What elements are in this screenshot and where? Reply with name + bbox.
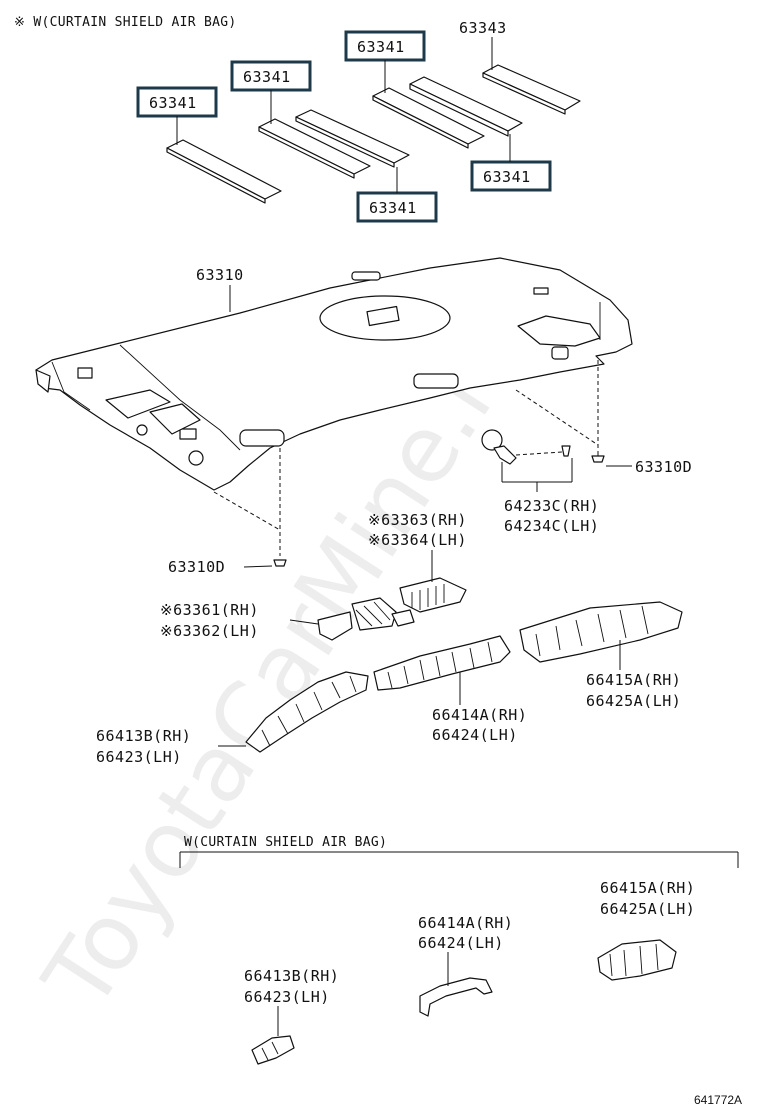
callout-63341-left[interactable]: 63341 [136,86,218,145]
svg-text:66424(LH): 66424(LH) [432,726,518,744]
pad-63341-upper-right-a[interactable] [409,76,523,137]
svg-text:64233C(RH): 64233C(RH) [504,497,599,515]
note-curtain-shield-top: ※ W(CURTAIN SHIELD AIR BAG) [14,15,237,30]
svg-text:63343: 63343 [459,19,507,37]
clip-63310d-right[interactable]: 63310D [515,360,692,476]
pad-63361[interactable]: ※63361(RH) ※63362(LH) [160,597,415,641]
svg-text:※63362(LH): ※63362(LH) [160,622,259,640]
pad-63341-left[interactable] [166,139,282,204]
svg-text:66423(LH): 66423(LH) [244,988,330,1006]
svg-text:66425A(LH): 66425A(LH) [586,692,681,710]
svg-text:※63361(RH): ※63361(RH) [160,601,259,619]
visor-holder-64233c[interactable]: 64233C(RH) 64234C(LH) [481,429,599,535]
pad-63341-upper-right-b[interactable] [372,87,485,149]
note-curtain-shield-bottom: W(CURTAIN SHIELD AIR BAG) [184,835,387,850]
svg-text:※63364(LH): ※63364(LH) [368,531,467,549]
clip-63310d-left[interactable]: 63310D [168,448,287,576]
svg-text:66415A(RH): 66415A(RH) [600,879,695,897]
svg-text:63310: 63310 [196,266,244,284]
svg-text:66413B(RH): 66413B(RH) [96,727,191,745]
callout-63310[interactable]: 63310 [196,266,244,312]
callout-63341-upper-middle[interactable]: 63341 [230,60,312,124]
absorber-66413b-upper[interactable]: 66413B(RH) 66423(LH) [96,671,369,766]
svg-text:63310D: 63310D [168,558,225,576]
svg-text:66424(LH): 66424(LH) [418,934,504,952]
callout-63343[interactable]: 63343 [459,19,507,70]
pad-63343[interactable] [482,64,581,115]
callout-63341-bottom[interactable]: 63341 [356,167,438,223]
svg-text:66414A(RH): 66414A(RH) [418,914,513,932]
svg-text:66413B(RH): 66413B(RH) [244,967,339,985]
svg-text:※63363(RH): ※63363(RH) [368,511,467,529]
svg-text:63341: 63341 [149,94,197,112]
pad-63341-middle-a[interactable] [295,109,410,168]
absorber-66415a-lower[interactable]: 66415A(RH) 66425A(LH) [597,879,695,981]
svg-text:63341: 63341 [243,68,291,86]
bracket-66413b-lower[interactable]: 66413B(RH) 66423(LH) [244,967,339,1065]
pad-63363[interactable]: ※63363(RH) ※63364(LH) [368,511,467,613]
curtain-shield-group: W(CURTAIN SHIELD AIR BAG) [179,835,739,868]
pad-63341-middle-b[interactable] [258,118,371,179]
svg-text:63341: 63341 [369,199,417,217]
absorber-66415a-upper[interactable]: 66415A(RH) 66425A(LH) [519,601,683,710]
svg-text:64234C(LH): 64234C(LH) [504,517,599,535]
svg-text:66414A(RH): 66414A(RH) [432,706,527,724]
bracket-66414a-lower[interactable]: 66414A(RH) 66424(LH) [418,914,513,1017]
headliner-63310[interactable] [35,257,633,491]
svg-text:63341: 63341 [357,38,405,56]
absorber-66414a-upper[interactable]: 66414A(RH) 66424(LH) [373,635,527,744]
svg-text:63310D: 63310D [635,458,692,476]
svg-text:66423(LH): 66423(LH) [96,748,182,766]
callout-63341-top[interactable]: 63341 [344,30,426,93]
svg-text:66415A(RH): 66415A(RH) [586,671,681,689]
svg-text:63341: 63341 [483,168,531,186]
callout-63341-right[interactable]: 63341 [470,134,552,192]
figure-code: 641772A [694,1093,742,1107]
svg-text:66425A(LH): 66425A(LH) [600,900,695,918]
